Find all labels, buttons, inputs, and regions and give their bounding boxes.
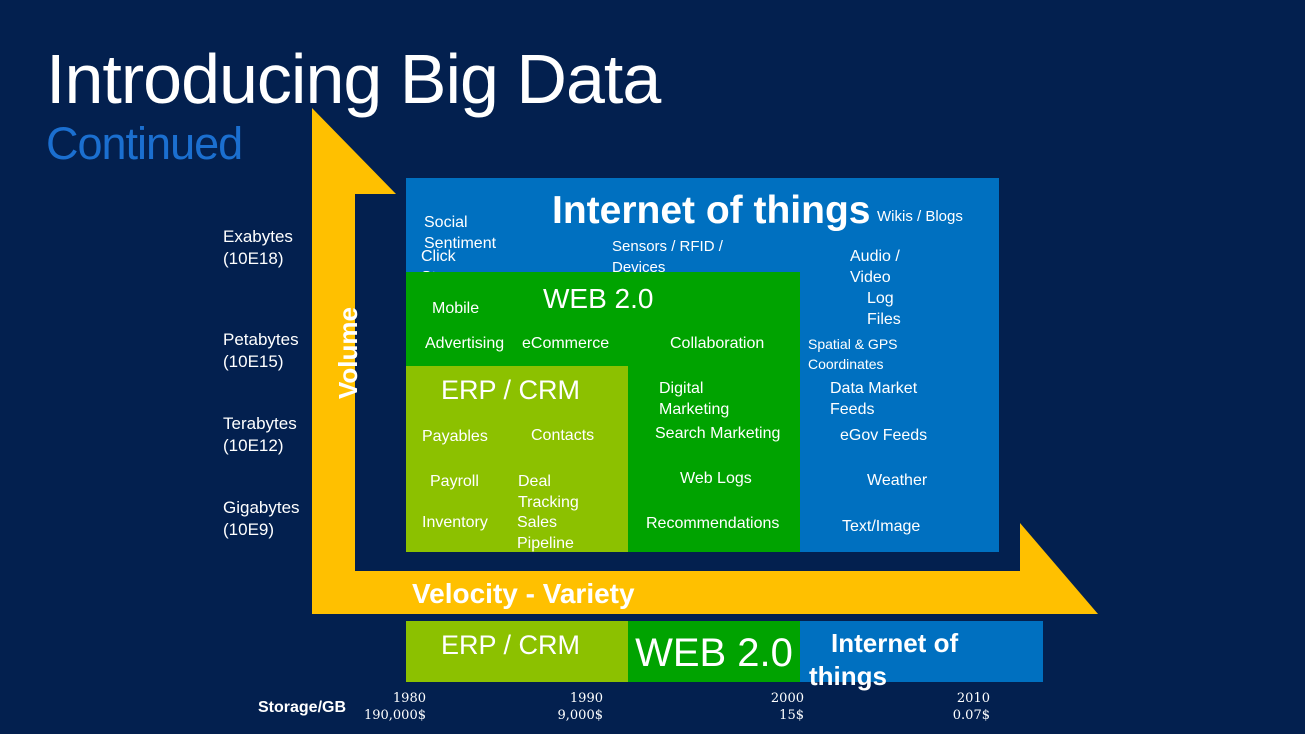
- volume-axis-label: Volume: [333, 307, 363, 399]
- scale-exabytes: Exabytes(10E18): [223, 227, 293, 268]
- timeline-web-label: WEB 2.0: [635, 631, 793, 675]
- erp-inventory: Inventory: [422, 514, 488, 531]
- web-collaboration: Collaboration: [670, 335, 765, 352]
- iot-egov-feeds: eGov Feeds: [840, 427, 928, 444]
- iot-data-market: Data Market Feeds: [830, 380, 918, 418]
- iot-spatial-gps: Spatial & GPS Coordinates: [808, 336, 898, 372]
- iot-weather: Weather: [867, 472, 928, 489]
- erp-contacts: Contacts: [531, 427, 595, 444]
- erp-heading: ERP / CRM: [441, 375, 581, 405]
- storage-label: Storage/GB: [258, 699, 347, 716]
- erp-sales-pipeline: Sales Pipeline: [517, 514, 574, 552]
- timeline-iot-bar: [800, 621, 1043, 682]
- erp-payroll: Payroll: [430, 473, 479, 490]
- web-mobile: Mobile: [432, 300, 480, 317]
- scale-terabytes: Terabytes(10E12): [223, 414, 297, 455]
- iot-log-files: Log Files: [867, 290, 901, 328]
- iot-click-stream: Click Stream: [421, 248, 471, 272]
- timeline-erp-label: ERP / CRM: [441, 630, 581, 660]
- web20-heading: WEB 2.0: [543, 283, 654, 314]
- web-advertising: Advertising: [425, 335, 505, 352]
- web-search-marketing: Search Marketing: [655, 425, 781, 442]
- iot-text-image: Text/Image: [842, 518, 921, 535]
- web-digital-marketing: Digital Marketing: [659, 380, 730, 418]
- web-recommendations: Recommendations: [646, 515, 780, 532]
- erp-payables: Payables: [422, 428, 488, 445]
- iot-audio-video: Audio / Video: [850, 248, 900, 286]
- iot-wikis-blogs: Wikis / Blogs: [877, 208, 963, 225]
- velocity-variety-axis-label: Velocity - Variety: [412, 578, 635, 609]
- iot-sensors: Sensors / RFID / Devices: [612, 238, 723, 276]
- timeline-web-bar: [628, 621, 800, 682]
- timeline-erp-bar: [406, 621, 628, 682]
- web-web-logs: Web Logs: [680, 470, 752, 487]
- slide-title: Introducing Big Data: [46, 40, 661, 118]
- iot-social-sentiment: Social Sentiment: [424, 214, 497, 252]
- scale-petabytes: Petabytes(10E15): [223, 330, 299, 371]
- erp-block: [406, 366, 628, 552]
- iot-heading: Internet of things: [552, 189, 871, 232]
- erp-deal-tracking: Deal Tracking: [518, 473, 579, 511]
- slide-subtitle: Continued: [46, 118, 243, 169]
- web-ecommerce: eCommerce: [522, 335, 610, 352]
- scale-gigabytes: Gigabytes(10E9): [223, 498, 300, 539]
- timeline-iot-label: Internet of things: [809, 628, 959, 691]
